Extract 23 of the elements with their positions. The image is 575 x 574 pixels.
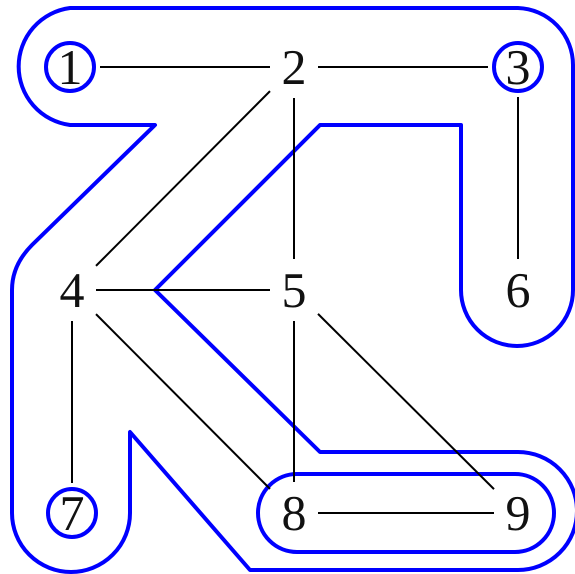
node-number: 8 — [282, 488, 306, 538]
node-circle — [44, 41, 96, 93]
node-circle — [492, 41, 544, 93]
connector-line — [293, 321, 295, 482]
connector-line — [293, 98, 295, 259]
node-circle — [46, 487, 98, 539]
connector-line — [95, 313, 271, 490]
connector-line — [96, 289, 270, 291]
connector-line — [517, 97, 519, 259]
node-number: 2 — [282, 42, 306, 92]
node-number: 5 — [282, 265, 306, 315]
node-number: 9 — [506, 488, 530, 538]
connector-line — [71, 321, 73, 483]
node-number: 7 — [60, 488, 84, 538]
node-number: 6 — [506, 265, 530, 315]
connector-line — [100, 66, 270, 68]
node-number: 1 — [58, 42, 82, 92]
connector-line — [318, 66, 488, 68]
connector-line — [318, 512, 494, 514]
connector-line — [317, 313, 495, 490]
connector-line — [95, 90, 271, 267]
node-number: 4 — [60, 265, 84, 315]
node-number: 3 — [506, 42, 530, 92]
